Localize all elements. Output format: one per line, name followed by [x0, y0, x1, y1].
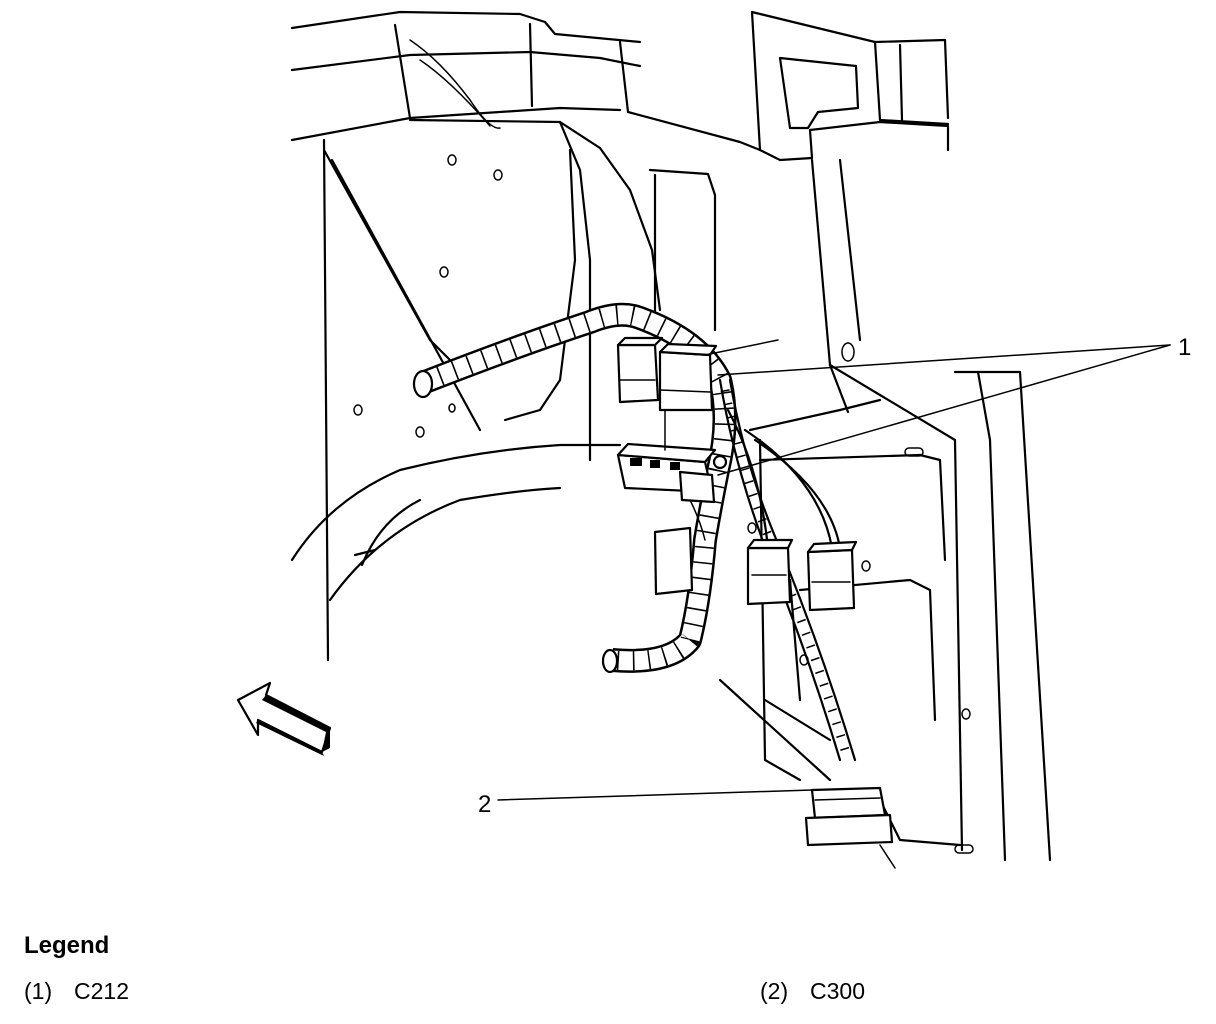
right-pillar	[750, 10, 950, 414]
side-connectors	[653, 526, 858, 612]
legend-item-number: (2)	[760, 978, 789, 1004]
legend-item: (1) C212	[24, 978, 129, 1005]
callout-1-label: 1	[1178, 334, 1191, 361]
legend-item-number: (1)	[24, 978, 53, 1004]
connector-c212	[616, 336, 728, 541]
legend-item: (2) C300	[760, 978, 865, 1005]
callout-2-label: 2	[478, 791, 491, 818]
legend-title: Legend	[24, 932, 110, 959]
callout-leaders	[497, 339, 1171, 801]
right-side-panel	[718, 370, 1052, 862]
legend-item-text: C212	[74, 978, 129, 1004]
legend-item-text: C300	[810, 978, 865, 1004]
wiring-harness-diagram: 1 2	[236, 10, 1191, 869]
upper-body-panel	[290, 10, 762, 152]
legend: Legend (1) C212 (2) C300	[0, 920, 1216, 1024]
front-arrow-icon	[236, 681, 332, 756]
connector-c300	[804, 786, 896, 869]
inner-panel	[290, 118, 717, 662]
